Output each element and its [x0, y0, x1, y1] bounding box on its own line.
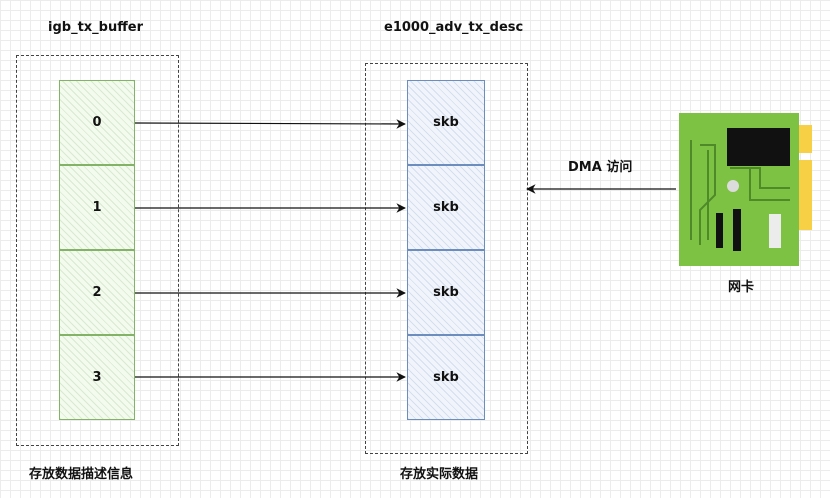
desc-cell-0: skb: [407, 80, 485, 165]
buffer-title: igb_tx_buffer: [48, 20, 143, 35]
network-card-icon: [679, 113, 812, 266]
desc-caption: 存放实际数据: [400, 467, 479, 482]
buffer-cell-3: 3: [59, 335, 135, 420]
desc-cell-1: skb: [407, 165, 485, 250]
nic-label: 网卡: [728, 280, 755, 295]
buffer-cell-label: 1: [92, 200, 102, 215]
desc-cell-2: skb: [407, 250, 485, 335]
buffer-caption: 存放数据描述信息: [29, 467, 134, 482]
buffer-cell-label: 0: [92, 115, 102, 130]
desc-group: [365, 63, 528, 454]
arrow-0: [134, 119, 406, 129]
buffer-cell-1: 1: [59, 165, 135, 250]
desc-cell-label: skb: [433, 370, 459, 385]
buffer-cell-label: 3: [92, 370, 102, 385]
dma-label: DMA 访问: [568, 160, 633, 175]
desc-cell-label: skb: [433, 200, 459, 215]
buffer-cell-label: 2: [92, 285, 102, 300]
desc-cell-label: skb: [433, 115, 459, 130]
buffer-cell-2: 2: [59, 250, 135, 335]
buffer-group: [16, 55, 179, 446]
desc-cell-3: skb: [407, 335, 485, 420]
desc-title: e1000_adv_tx_desc: [384, 20, 524, 35]
desc-cell-label: skb: [433, 285, 459, 300]
buffer-cell-0: 0: [59, 80, 135, 165]
